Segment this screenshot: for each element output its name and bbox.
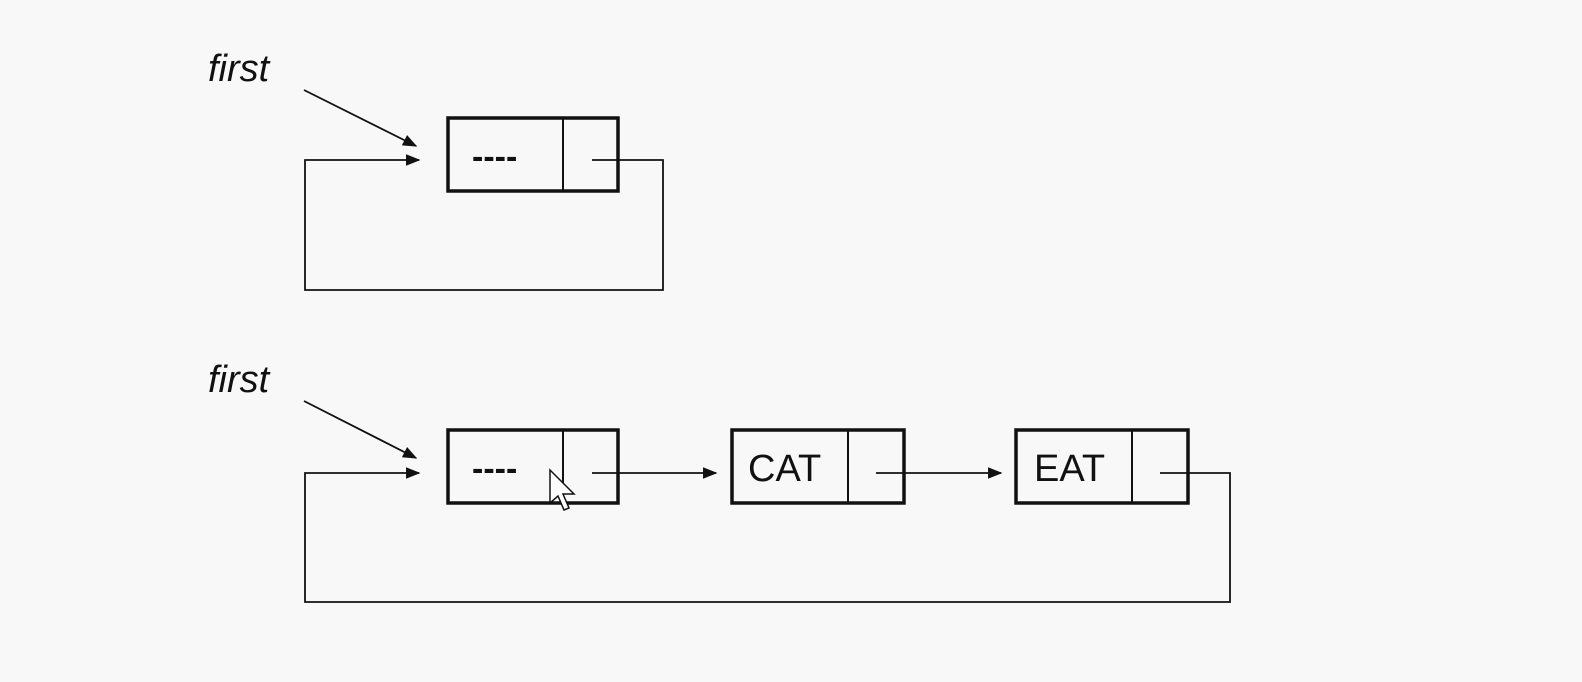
- node-box: [446, 428, 620, 505]
- header-node: ----: [446, 428, 620, 505]
- self-loop-link: [304, 154, 664, 291]
- cat-node-data: CAT: [748, 448, 821, 490]
- node-box: [730, 428, 906, 505]
- mouse-cursor-icon: [549, 468, 576, 511]
- node-box: [446, 116, 620, 193]
- node-box: [1014, 428, 1190, 505]
- first-pointer-label: first: [208, 48, 271, 90]
- populated-list-diagram: first ---- CAT EAT: [208, 359, 1231, 603]
- first-pointer-label: first: [208, 359, 271, 401]
- header-node-data: ----: [472, 138, 517, 176]
- first-pointer-arrow: [303, 400, 418, 459]
- empty-list-diagram: first ----: [208, 48, 664, 291]
- header-node: ----: [446, 116, 620, 193]
- circular-back-link: [304, 467, 1231, 603]
- eat-node-data: EAT: [1034, 448, 1105, 490]
- cat-node: CAT: [730, 428, 906, 505]
- eat-node: EAT: [1014, 428, 1190, 505]
- first-pointer-arrow: [303, 89, 418, 147]
- header-node-data: ----: [472, 450, 517, 488]
